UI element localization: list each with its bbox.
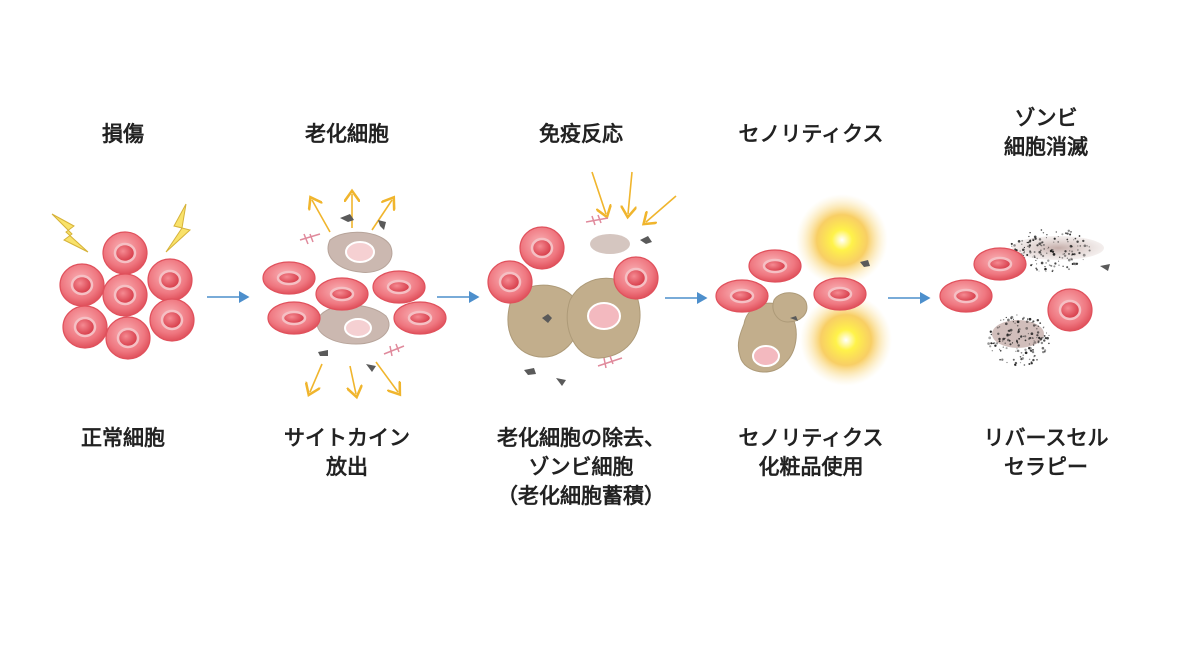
stage-1-title: 損傷 xyxy=(102,122,144,146)
light-burst-icon xyxy=(800,294,892,386)
light-burst-icon xyxy=(796,194,888,286)
stage-5-title: ゾンビ 細胞消滅 xyxy=(1004,106,1088,159)
lightning-icon xyxy=(51,213,89,253)
stage-1-caption: 正常細胞 xyxy=(81,426,165,450)
stage-4-title: セノリティクス xyxy=(738,122,884,146)
stage-3-immune-response xyxy=(486,171,677,386)
lightning-icon xyxy=(165,203,192,253)
stage-3-caption: 老化細胞の除去、 ゾンビ細胞 （老化細胞蓄積） xyxy=(497,426,665,508)
cytokine-icon xyxy=(524,236,652,386)
stage-4-caption: セノリティクス 化粧品使用 xyxy=(738,426,884,479)
cytokine-icon xyxy=(318,214,386,372)
stage-2-caption: サイトカイン 放出 xyxy=(284,426,410,479)
stage-5-caption: リバースセル セラピー xyxy=(983,426,1109,479)
cytokine-icon xyxy=(790,260,870,321)
stage-2-title: 老化細胞 xyxy=(305,122,389,146)
stage-1-normal-cells xyxy=(51,203,196,361)
stage-3-title: 免疫反応 xyxy=(539,122,623,146)
stage-5-reverse-cell-therapy xyxy=(938,229,1110,367)
stage-4-senolytics xyxy=(714,194,892,386)
debris-particles xyxy=(987,229,1091,367)
stage-2-senescent-cells xyxy=(261,194,448,394)
